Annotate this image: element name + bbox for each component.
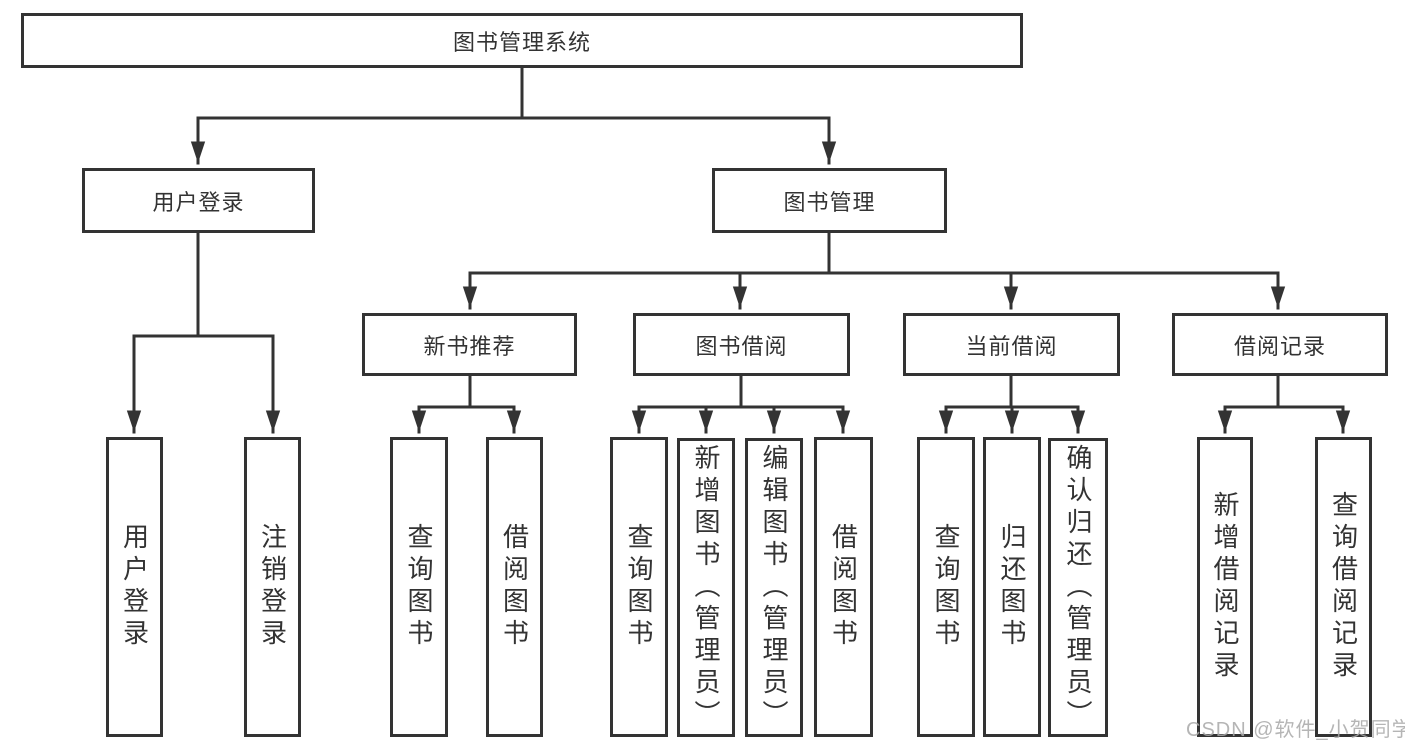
node-root-system: 图书管理系统: [21, 13, 1023, 68]
leaf-query-books-1: 查询图书: [390, 437, 448, 737]
node-label: 图书借阅: [695, 333, 788, 359]
node-label: 新书推荐: [423, 333, 516, 359]
leaf-return-books: 归还图书: [983, 437, 1041, 737]
leaf-query-borrow-record: 查询借阅记录: [1315, 437, 1372, 737]
leaf-label: 新增图书（管理员）: [691, 443, 721, 732]
leaf-label: 新增借阅记录: [1210, 491, 1240, 683]
leaf-label: 借阅图书: [828, 523, 859, 651]
leaf-label: 查询图书: [404, 523, 434, 651]
leaf-borrow-books-1: 借阅图书: [486, 437, 543, 737]
node-current-borrowing: 当前借阅: [903, 313, 1120, 376]
node-new-book-recommend: 新书推荐: [362, 313, 577, 376]
leaf-label: 确认归还（管理员）: [1063, 443, 1093, 732]
leaf-user-login: 用户登录: [106, 437, 163, 737]
node-label: 图书管理系统: [452, 29, 591, 55]
node-label: 借阅记录: [1233, 333, 1326, 359]
leaf-borrow-books-2: 借阅图书: [814, 437, 873, 737]
leaf-query-books-3: 查询图书: [917, 437, 975, 737]
leaf-confirm-return-admin: 确认归还（管理员）: [1048, 438, 1108, 737]
node-user-login-branch: 用户登录: [82, 168, 315, 233]
node-book-management-branch: 图书管理: [712, 168, 947, 233]
leaf-label: 编辑图书（管理员）: [759, 443, 789, 732]
csdn-watermark: CSDN @软件_小贺同学: [1186, 719, 1405, 741]
leaf-query-books-2: 查询图书: [610, 437, 668, 737]
node-book-borrowing: 图书借阅: [633, 313, 850, 376]
leaf-edit-books-admin: 编辑图书（管理员）: [745, 438, 803, 737]
node-label: 当前借阅: [965, 333, 1058, 359]
node-label: 用户登录: [152, 189, 245, 215]
leaf-label: 查询图书: [931, 523, 961, 651]
leaf-label: 注销登录: [257, 523, 288, 651]
leaf-label: 查询借阅记录: [1328, 491, 1359, 683]
leaf-label: 借阅图书: [499, 523, 530, 651]
leaf-label: 归还图书: [997, 523, 1027, 651]
leaf-add-books-admin: 新增图书（管理员）: [677, 438, 735, 737]
leaf-label: 查询图书: [624, 523, 654, 651]
leaf-logout: 注销登录: [244, 437, 301, 737]
leaf-label: 用户登录: [119, 523, 150, 651]
node-label: 图书管理: [783, 189, 876, 215]
leaf-add-borrow-record: 新增借阅记录: [1197, 437, 1253, 737]
node-borrow-records: 借阅记录: [1172, 313, 1388, 376]
